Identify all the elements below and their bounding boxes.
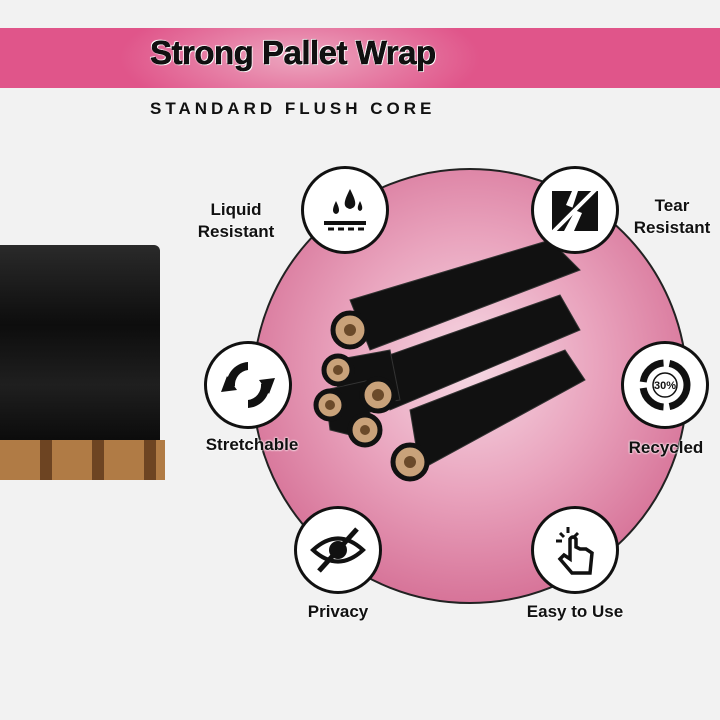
feature-privacy <box>294 506 382 594</box>
feature-stretchable <box>204 341 292 429</box>
header-band <box>0 28 720 88</box>
feature-label: Liquid Resistant <box>197 200 275 241</box>
feature-label: Tear Resistant <box>633 196 711 237</box>
recycle-icon: 30% <box>639 359 691 411</box>
page-subtitle: STANDARD FLUSH CORE <box>150 99 436 118</box>
feature-liquid-resistant <box>301 166 389 254</box>
film-rolls-image <box>313 240 586 482</box>
feature-label: Easy to Use <box>526 602 624 621</box>
hand-tap-icon <box>556 527 594 575</box>
feature-tear-resistant <box>531 166 619 254</box>
feature-recycled: 30% <box>621 341 709 429</box>
stretch-arrows-icon <box>221 362 275 408</box>
feature-label: Privacy <box>307 602 369 621</box>
water-drops-icon <box>324 189 366 231</box>
eye-slash-icon <box>310 527 366 573</box>
wooden-pallet-image <box>0 440 165 480</box>
recycled-percent: 30% <box>654 380 676 392</box>
feature-label: Stretchable <box>205 435 299 454</box>
feature-label: Recycled <box>628 438 704 457</box>
tear-icon <box>550 185 600 235</box>
wrapped-pallet-image <box>0 245 160 445</box>
feature-easy-to-use <box>531 506 619 594</box>
page-title: Strong Pallet Wrap <box>150 34 437 72</box>
